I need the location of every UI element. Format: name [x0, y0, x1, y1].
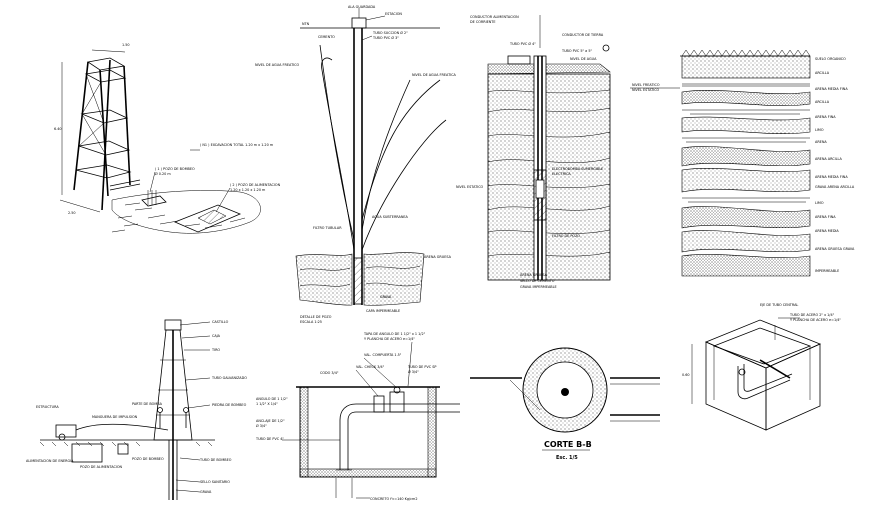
section-bb-scale: Esc. 1/5	[556, 455, 578, 461]
bh-top-2: DE CORRIENTE	[470, 20, 495, 24]
strata-layer-9: GRAVA ARENA ARCILLA	[815, 185, 855, 189]
bh-level: NIVEL DE AGUA	[570, 57, 597, 61]
strata-layer-3: ARCILLA	[815, 100, 830, 104]
iso-top-1: EJE DE TUBO CENTRAL	[760, 303, 798, 307]
tower-callout-pozo-1b: Ø 0.20 m	[155, 171, 171, 176]
vb-left-1: ANGULO DE 1 1/2"	[256, 397, 288, 401]
well-top-label-2: ESTACION	[385, 12, 402, 16]
borehole-drawing: CONDUCTOR ALIMENTACION DE CORRIENTE COND…	[456, 15, 611, 289]
strata-layer-13: ARENA GRUESA GRAVA	[815, 247, 855, 251]
tower-dim-base: 2.50	[68, 211, 76, 215]
strata-layer-8: ARENA MEDIA FINA	[815, 175, 848, 179]
bh-bottom-2: SELLO DE CEMENTO	[520, 279, 555, 283]
pt-left-3: PARTE DE BOMBA	[132, 402, 163, 406]
pt-bot-2: POZO DE ALIMENTACION	[80, 465, 123, 469]
vb-bottom: CONCRETO f'c=140 Kg/cm2	[370, 497, 417, 501]
well-pipe-label-1: TUBO SUCCION Ø 2"	[372, 30, 408, 35]
bh-mid-3: FILTRO DE POZO	[552, 234, 580, 238]
well-water-label: NIVEL DE AGUA FREATICO	[255, 63, 300, 67]
bh-bottom-3: GRAVA IMPERMEABLE	[520, 285, 557, 289]
vb-pipe-right-1: TUBO DE PVC SP	[407, 365, 436, 369]
pt-label-0: CASTILLO	[212, 320, 229, 324]
well-foot-1: DETALLE DE POZO	[300, 315, 332, 319]
vb-top-1: TAPA DE ANGULO DE 1 1/2" x 1 1/2"	[363, 332, 426, 336]
well-right-label: NIVEL DE AGUA FREATICA	[412, 73, 457, 77]
vb-top-2: Y PLANCHA DE ACERO e=1/4"	[364, 337, 415, 341]
strata-left-2: NIVEL ESTATICO	[632, 88, 660, 92]
strata-layer-10: LIMO	[815, 201, 824, 205]
strata-layer-12: ARENA MEDIA	[815, 229, 839, 233]
bh-tube-2: TUBO PVC 5" a 5"	[561, 49, 592, 53]
well-left-label: CEMENTO	[318, 35, 335, 39]
bh-mid-1: ELECTROBOMBA SUMERGIBLE	[552, 167, 603, 171]
tower-drawing: 1.50 6.40 2.50 ( N1 ) EXCAVACION TOTAL 1…	[54, 43, 281, 234]
vb-pipe-right-2: Ø 3/4"	[408, 369, 419, 374]
pt-label-6: SELLO SANITARIO	[200, 480, 230, 484]
well-section-drawing: NTN ALA GUARDADA ESTACION TUBO SUCCION Ø…	[255, 5, 457, 324]
vb-left-2: 1 1/2" X 1/4"	[256, 402, 278, 406]
strata-layer-4: ARENA FINA	[815, 115, 836, 119]
pt-bot-1: ALIMENTACION DE ENERGIA	[26, 459, 74, 463]
vb-left-4: Ø 3/4"	[256, 423, 267, 428]
pt-label-1: CAJA	[212, 334, 221, 338]
pt-bot-3: POZO DE BOMBEO	[132, 457, 164, 461]
tower-callout-pozo-2: ( 2 ) POZO DE ALIMENTACION	[230, 183, 281, 187]
well-mid-label: AGUA SUBTERRANEA	[372, 215, 409, 219]
bh-tube-1: TUBO PVC Ø 4"	[509, 41, 536, 46]
well-base-label: CAPA IMPERMEABLE	[366, 309, 400, 313]
pt-left-2: MANGUERA DE IMPULSION	[92, 415, 138, 419]
iso-side: 0.60	[682, 373, 690, 377]
strata-layer-0: SUELO ORGANICO	[815, 57, 846, 61]
iso-top-2: TUBO DE ACERO 2" x 1/4"	[789, 313, 835, 317]
strata-layer-6: ARENA	[815, 140, 827, 144]
strata-layer-5: LIMO	[815, 128, 824, 132]
strata-layer-2: ARENA MEDIA FINA	[815, 87, 848, 91]
tower-ground	[109, 179, 261, 234]
pt-left-1: ESTRUCTURA	[36, 405, 59, 409]
bh-mid-2: ELECTRICA	[552, 172, 571, 176]
vb-valve-1: VAL. COMPUERTA 1.5"	[364, 353, 402, 357]
strata-layer-11: ARENA FINA	[815, 215, 836, 219]
well-foot-2: ESCALA 1:25	[300, 320, 322, 324]
tower-callout-excavation: ( N1 ) EXCAVACION TOTAL 1.20 m x 1.20 m	[200, 143, 274, 147]
vb-valve-2: VAL. CHECK 3/4"	[356, 365, 385, 369]
pt-label-3: TUBO GALVANIZADO	[211, 376, 247, 380]
well-pipe-label-2: TUBO PVC Ø 3"	[372, 35, 399, 40]
pump-tower-drawing: CASTILLO CAJA TIRO TUBO GALVANIZADO PIED…	[26, 319, 247, 500]
section-bb-title: CORTE B-B	[544, 440, 592, 449]
tower-dim-side: 6.40	[54, 127, 62, 131]
vb-left-3: ANCLAJE DE 1/2"	[256, 419, 285, 423]
bh-bottom-1: ARENA GRUESA	[520, 273, 548, 277]
strata-layer-1: ARCILLA	[815, 71, 830, 75]
pt-label-4: PIEDRA DE BOMBEO	[212, 403, 247, 407]
bh-top-1: CONDUCTOR ALIMENTACION	[470, 15, 519, 19]
well-sand-label: ARENA GRUESA	[424, 255, 452, 259]
well-gravel-label: GRAVA	[380, 295, 392, 299]
strata-layer-14: IMPERMEABLE	[815, 269, 839, 273]
well-ground-label: NTN	[302, 22, 310, 26]
strata-layer-7: ARENA ARCILLA	[815, 157, 842, 161]
section-bb-drawing: CORTE B-B Esc. 1/5	[470, 347, 660, 461]
vb-codo: CODO 3/4"	[320, 371, 339, 375]
well-top-label-1: ALA GUARDADA	[348, 5, 376, 9]
strata-left-1: NIVEL FREATICO	[632, 83, 660, 87]
well-bottom-left: FILTRO TUBULAR	[313, 226, 342, 230]
pt-label-7: GRAVA	[200, 490, 212, 494]
strata-drawing: NIVEL FREATICO NIVEL ESTATICO SUELO ORGA…	[630, 49, 855, 277]
iso-top-3: Y PLANCHA DE ACERO e=1/4"	[790, 318, 841, 322]
bh-top-3: CONDUCTOR DE TIERRA	[562, 33, 604, 37]
pt-label-2: TIRO	[211, 348, 220, 352]
bh-left-1: NIVEL ESTATICO	[456, 185, 484, 189]
pt-label-5: TUBO DE BOMBEO	[199, 458, 232, 462]
tower-dim-top: 1.50	[122, 43, 130, 47]
valve-box-drawing: TAPA DE ANGULO DE 1 1/2" x 1 1/2" Y PLAN…	[255, 332, 460, 501]
tower-callout-pozo-1: ( 1 ) POZO DE BOMBEO	[155, 167, 195, 171]
iso-box-drawing: EJE DE TUBO CENTRAL TUBO DE ACERO 2" x 1…	[682, 303, 841, 431]
vb-left-5: TUBO DE PVC 4"	[255, 437, 284, 441]
tower-callout-pozo-2b: 1.20 x 1.20 x 1.20 m	[230, 188, 266, 192]
